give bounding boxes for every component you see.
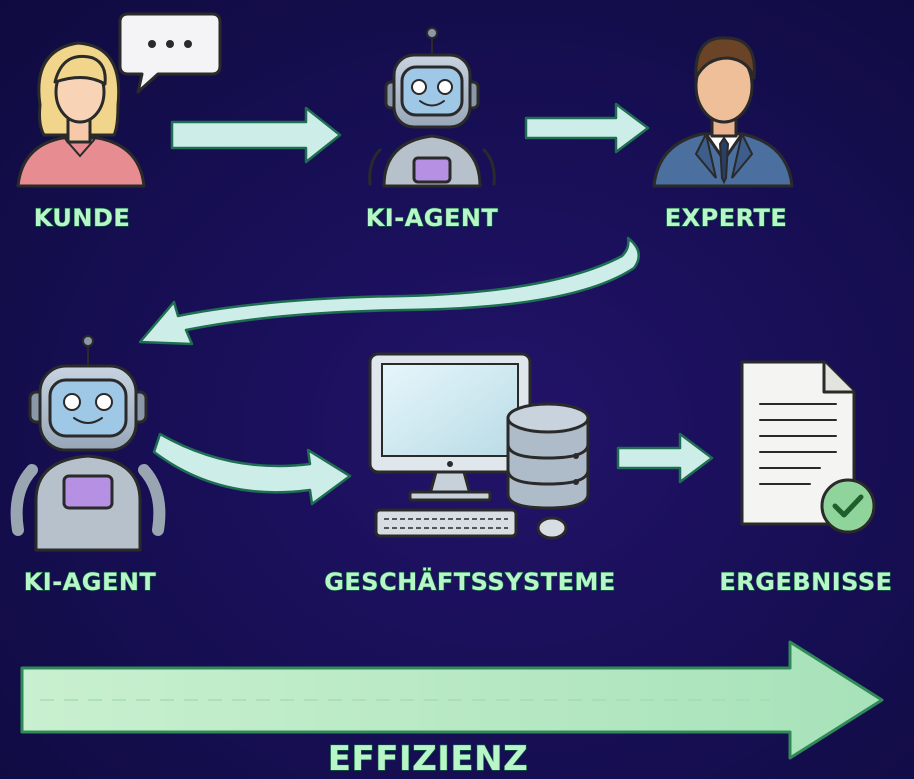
customer-woman-icon xyxy=(16,41,146,188)
robot-icon-1 xyxy=(368,27,496,188)
arrow-systeme-to-ergebnisse xyxy=(616,432,714,484)
label-kunde: KUNDE xyxy=(34,204,131,232)
speech-bubble-icon xyxy=(118,12,222,94)
database-icon xyxy=(506,402,590,510)
arrow-experte-to-agent2 xyxy=(138,236,641,346)
arrow-agent2-to-systeme xyxy=(152,432,352,506)
label-effizienz: EFFIZIENZ xyxy=(328,739,528,779)
desktop-computer-icon xyxy=(368,352,568,540)
label-ergebnisse: ERGEBNISSE xyxy=(719,568,892,596)
label-geschaeftssysteme: GESCHÄFTSSYSTEME xyxy=(324,567,616,596)
label-experte: EXPERTE xyxy=(665,204,788,232)
businessman-icon xyxy=(652,36,794,188)
label-ki-agent-2: KI-AGENT xyxy=(24,568,157,596)
efficiency-arrow xyxy=(20,640,884,760)
arrow-agent-to-experte xyxy=(524,102,650,154)
robot-icon-2 xyxy=(10,335,166,552)
arrow-kunde-to-agent xyxy=(170,106,342,164)
label-ki-agent-1: KI-AGENT xyxy=(366,204,499,232)
document-check-icon xyxy=(740,360,876,534)
